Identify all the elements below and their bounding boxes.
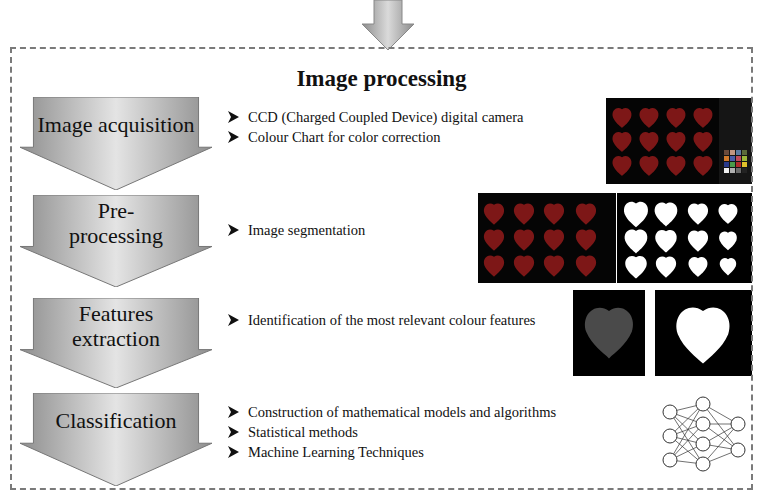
bullet-item: Machine Learning Techniques (228, 444, 648, 461)
bullet-text: Machine Learning Techniques (248, 444, 424, 461)
step-text-area: Image acquisition (34, 97, 198, 153)
step-text-area: Features extraction (34, 298, 198, 355)
bullet-arrow (228, 224, 239, 236)
bullet-item: Identification of the most relevant colo… (228, 312, 563, 329)
acquisition-photo (606, 98, 752, 184)
step-label: Classification (56, 409, 177, 434)
step-arrow: Pre-processing (20, 195, 212, 287)
bullet-arrow (228, 111, 239, 123)
step-arrow: Classification (20, 393, 212, 486)
step-label: Pre-processing (58, 199, 174, 248)
bullet-text: Image segmentation (248, 222, 365, 239)
step-arrow: Image acquisition (20, 97, 212, 190)
block-arrow-shape (20, 97, 212, 190)
colour-chart (724, 150, 747, 173)
step-text-area: Classification (34, 393, 198, 449)
bullet-arrow (228, 406, 239, 418)
feature-photos (573, 290, 752, 376)
group-title: Image processing (12, 66, 751, 92)
segmentation-photo (478, 193, 752, 283)
step-text-area: Pre-processing (34, 195, 198, 252)
step-label: Image acquisition (37, 113, 194, 138)
bullet-arrow (228, 426, 239, 438)
bullet-text: CCD (Charged Coupled Device) digital cam… (248, 109, 524, 126)
arrow-outline (20, 298, 212, 388)
bullet-text: Colour Chart for color correction (248, 129, 440, 146)
bullet-arrow (228, 131, 239, 143)
block-arrow-shape (20, 393, 212, 486)
arrow-outline (20, 393, 212, 486)
bullet-item: Construction of mathematical models and … (228, 404, 648, 421)
bullet-text: Construction of mathematical models and … (248, 404, 556, 421)
bullet-arrow (228, 314, 239, 326)
bullet-item: Statistical methods (228, 424, 648, 441)
step-label: Features extraction (41, 302, 191, 351)
bullet-text: Statistical methods (248, 424, 358, 441)
bullet-text: Identification of the most relevant colo… (248, 312, 535, 329)
bullet-arrow (228, 446, 239, 458)
arrow-outline (20, 195, 212, 287)
neural-network (663, 397, 745, 471)
flow-arrow (362, 0, 414, 50)
arrow-outline (20, 97, 212, 190)
bullet-item: Image segmentation (228, 222, 468, 239)
bullet-item: Colour Chart for color correction (228, 129, 598, 146)
step-arrow: Features extraction (20, 298, 212, 388)
bullet-item: CCD (Charged Coupled Device) digital cam… (228, 109, 598, 126)
